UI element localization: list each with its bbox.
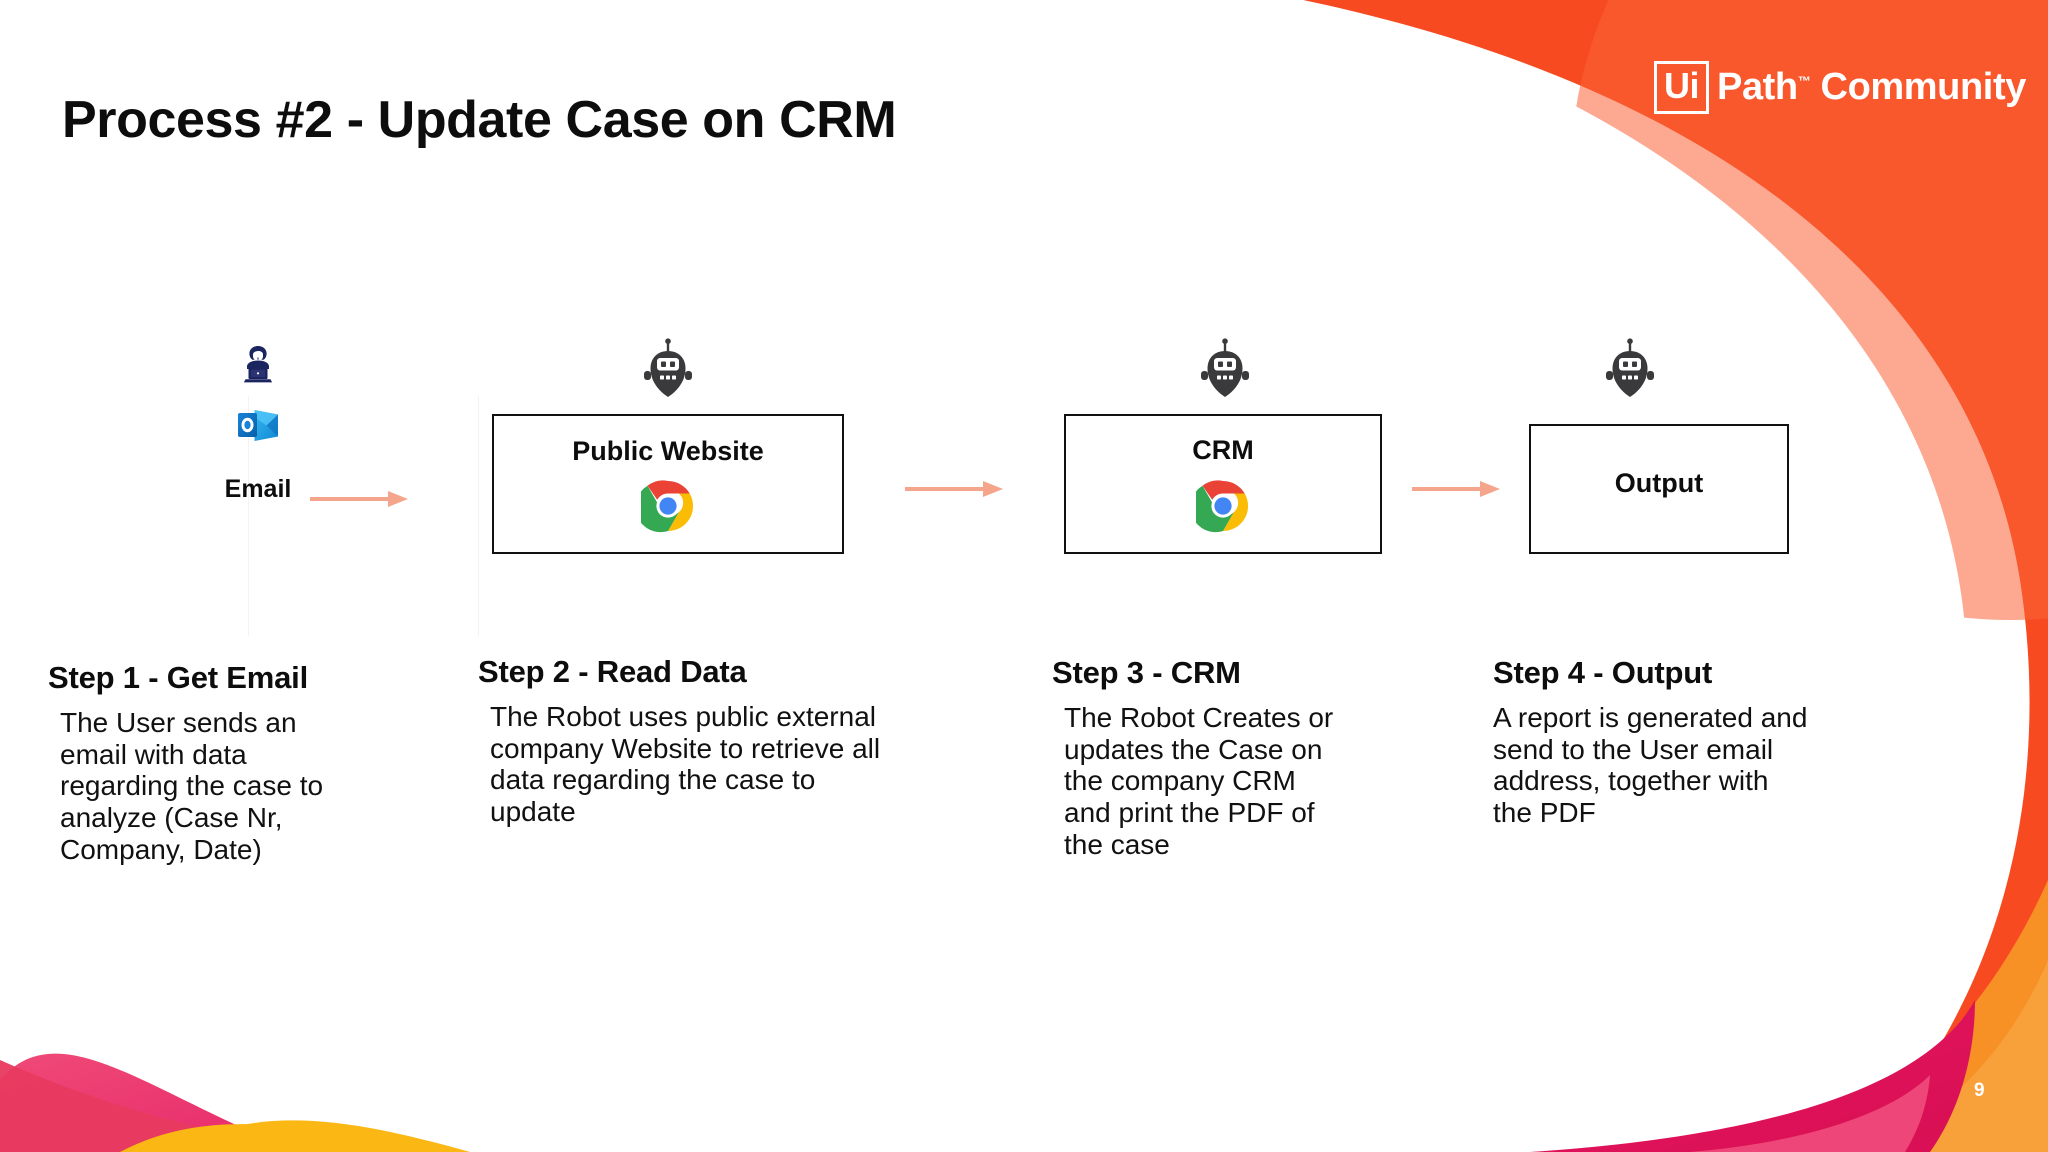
step-4-title: Step 4 - Output — [1493, 655, 1713, 690]
page-title: Process #2 - Update Case on CRM — [62, 90, 897, 149]
logo-path-text: Path — [1717, 66, 1798, 108]
logo-ui-mark: Ui — [1654, 60, 1709, 114]
flow-node-output-label: Output — [1614, 468, 1704, 498]
chrome-icon — [1196, 480, 1249, 532]
step-2-title: Step 2 - Read Data — [478, 654, 747, 689]
band-separator — [248, 396, 249, 636]
arrow-website-to-crm-icon — [905, 481, 1003, 497]
chrome-icon — [641, 480, 694, 532]
person-at-laptop-icon — [243, 346, 273, 383]
step-1-body: The User sends an email with data regard… — [60, 707, 324, 865]
flow-node-public-website[interactable]: Public Website — [492, 414, 844, 554]
flow-node-email: Email — [148, 340, 368, 504]
outlook-icon — [238, 410, 278, 441]
arrow-email-to-website-icon — [310, 491, 408, 507]
page-number: 9 — [1974, 1080, 1985, 1101]
robot-icon — [1201, 338, 1249, 397]
arrow-crm-to-output-icon — [1412, 481, 1500, 497]
robot-icon — [1606, 338, 1654, 397]
logo-community-text: Community — [1820, 66, 2027, 108]
band-separator — [478, 396, 479, 636]
flow-node-public-website-label: Public Website — [572, 436, 764, 466]
step-column-1: Step 1 - Get Email The User sends an ema… — [48, 660, 408, 865]
step-column-4: Step 4 - Output A report is generated an… — [1493, 655, 1823, 829]
logo-trademark: ™ — [1797, 73, 1811, 89]
step-column-3: Step 3 - CRM The Robot Creates or update… — [1052, 655, 1372, 860]
step-1-title: Step 1 - Get Email — [48, 660, 308, 695]
step-column-2: Step 2 - Read Data The Robot uses public… — [478, 654, 908, 828]
step-3-body: The Robot Creates or updates the Case on… — [1064, 702, 1334, 860]
step-2-body: The Robot uses public external company W… — [490, 701, 881, 827]
flow-node-output[interactable]: Output — [1529, 424, 1789, 554]
uipath-community-logo: Ui Path™ Community — [1654, 60, 2026, 114]
step-3-title: Step 3 - CRM — [1052, 655, 1241, 690]
logo-wordmark: Path™ Community — [1717, 68, 2026, 106]
step-4-body: A report is generated and send to the Us… — [1493, 702, 1808, 828]
flow-node-crm[interactable]: CRM — [1064, 414, 1382, 554]
robot-icon — [644, 338, 692, 397]
flow-node-crm-label: CRM — [1192, 435, 1254, 465]
